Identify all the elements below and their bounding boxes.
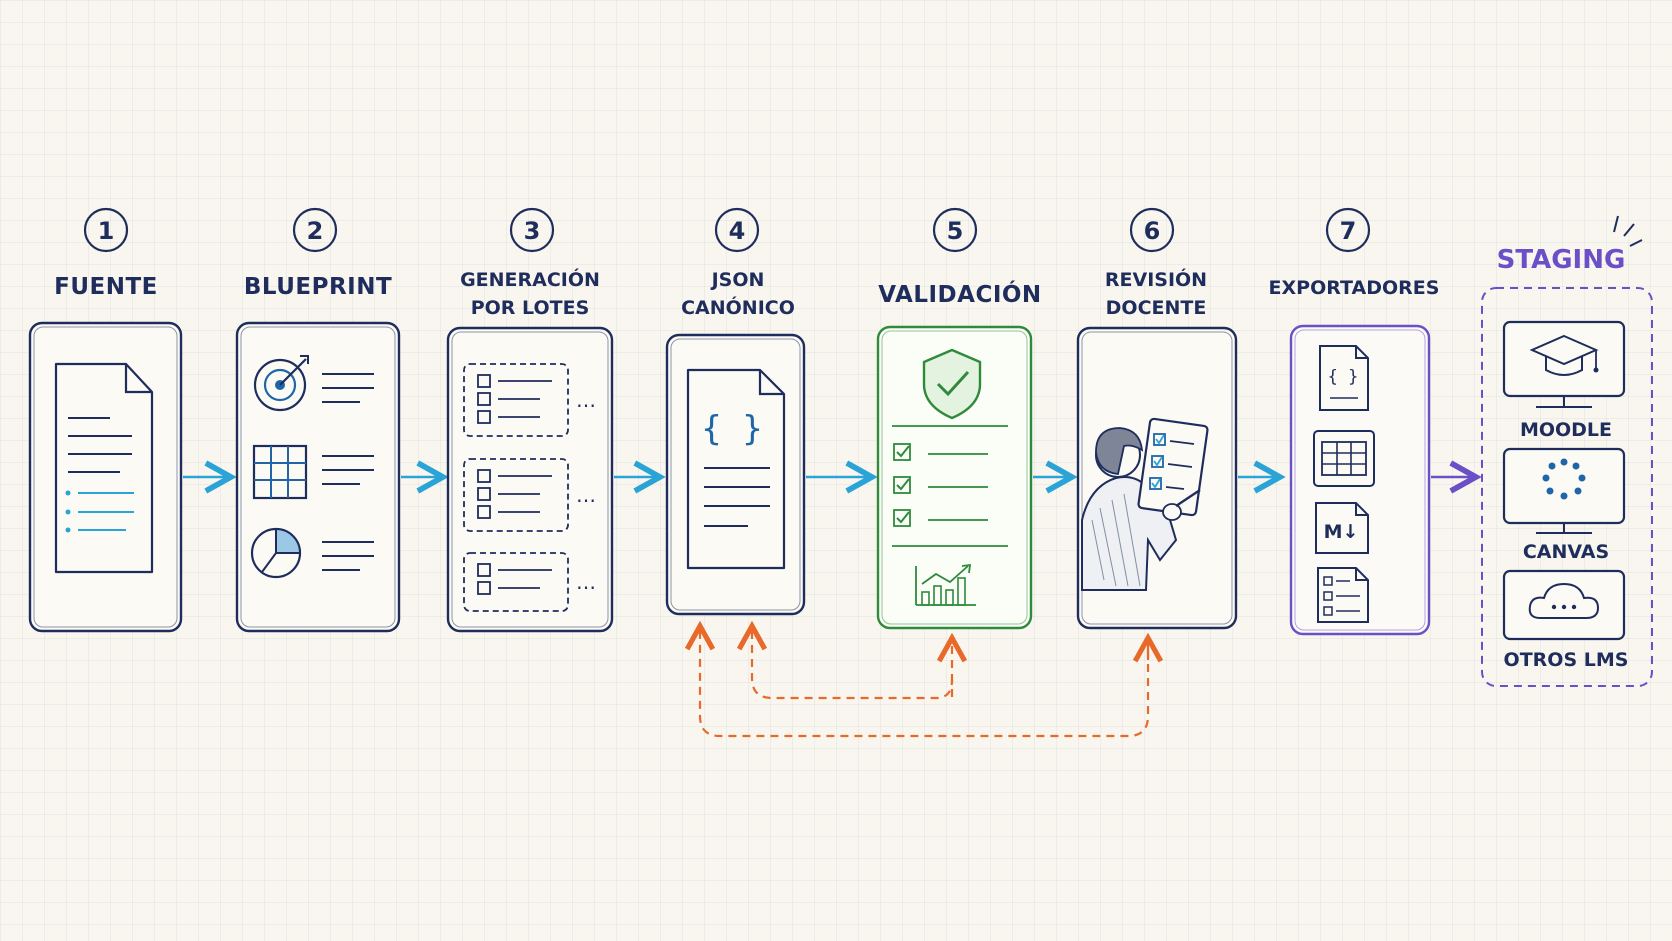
step-number-circle: [1129, 207, 1175, 253]
staging-dashed-frame: [1481, 287, 1653, 687]
step-number-circle: [83, 207, 129, 253]
step-number-circle: [714, 207, 760, 253]
json-braces: { }: [701, 409, 762, 449]
svg-text:…: …: [576, 388, 596, 412]
step-validacion: 5 VALIDACIÓN: [876, 207, 1041, 630]
checklist-export-icon: [1317, 567, 1369, 623]
lms-label: OTROS LMS: [1504, 649, 1629, 671]
cloud-icon: [1528, 582, 1600, 619]
step-number-circle: [932, 207, 978, 253]
lms-target-otros: OTROS LMS: [1502, 569, 1629, 671]
step-exportadores: 7 EXPORTADORES { } M↓: [1269, 207, 1440, 636]
step-label-line1: REVISIÓN: [1105, 267, 1207, 291]
step-revision-docente: 6 REVISIÓN DOCENTE: [1076, 207, 1238, 630]
shield-check-icon: [922, 348, 982, 420]
lms-label: CANVAS: [1523, 541, 1609, 563]
step-generacion-por-lotes: 3 GENERACIÓN POR LOTES … …: [446, 207, 614, 633]
step-label: BLUEPRINT: [244, 274, 392, 300]
step-label-line2: DOCENTE: [1106, 297, 1207, 319]
checklist: [893, 443, 988, 527]
step-label: VALIDACIÓN: [878, 280, 1041, 308]
staging-title: STAGING: [1497, 245, 1626, 275]
bar-chart-icon: [915, 563, 976, 606]
step-card: [446, 326, 614, 633]
step-number-circle: [292, 207, 338, 253]
svg-text:…: …: [576, 570, 596, 594]
step-number: 1: [98, 217, 115, 245]
grid-table-icon: [252, 444, 308, 500]
step-label: EXPORTADORES: [1269, 277, 1440, 299]
graduation-cap-icon: [1529, 334, 1599, 376]
pie-chart-icon: [250, 527, 302, 579]
spark-icon: [1613, 215, 1643, 247]
step-number: 3: [524, 217, 541, 245]
markdown-export-icon: M↓: [1315, 502, 1369, 554]
canvas-ring-icon: [1542, 458, 1586, 500]
json-braces-small: { }: [1328, 367, 1359, 387]
markdown-glyph: M↓: [1324, 521, 1359, 543]
staging-area: STAGING MOODLE: [1481, 215, 1653, 687]
step-number-circle: [1325, 207, 1371, 253]
step-card: [876, 325, 1033, 630]
spreadsheet-export-icon: [1313, 430, 1375, 487]
feedback-loop-revision-to-json: [700, 626, 1150, 738]
lms-target-canvas: CANVAS: [1502, 447, 1626, 563]
step-label-line1: JSON: [710, 269, 765, 291]
json-file-icon: { }: [686, 368, 786, 570]
svg-text:…: …: [576, 483, 596, 507]
step-fuente: 1 FUENTE: [28, 207, 183, 633]
step-number: 5: [947, 217, 964, 245]
step-number: 6: [1144, 217, 1161, 245]
feedback-loop-validacion-to-json: [752, 626, 954, 700]
step-json-canonico: 4 JSON CANÓNICO { }: [665, 207, 806, 616]
step-label-line2: POR LOTES: [471, 297, 590, 319]
teacher-reviewing-icon: [1081, 417, 1209, 591]
document-icon: [54, 362, 154, 574]
step-label-line2: CANÓNICO: [681, 295, 795, 319]
lms-target-moodle: MOODLE: [1502, 320, 1626, 441]
step-number-circle: [509, 207, 555, 253]
step-number: 7: [1340, 217, 1357, 245]
feedback-loops: [700, 626, 1150, 738]
step-label: FUENTE: [54, 274, 158, 300]
target-icon: [253, 355, 309, 412]
json-export-icon: { }: [1319, 345, 1369, 411]
step-blueprint: 2 BLUEPRINT: [235, 207, 401, 633]
step-number: 4: [729, 217, 746, 245]
step-number: 2: [307, 217, 324, 245]
batch-list: … … …: [463, 363, 596, 612]
lms-label: MOODLE: [1520, 419, 1612, 441]
step-label-line1: GENERACIÓN: [460, 267, 600, 291]
